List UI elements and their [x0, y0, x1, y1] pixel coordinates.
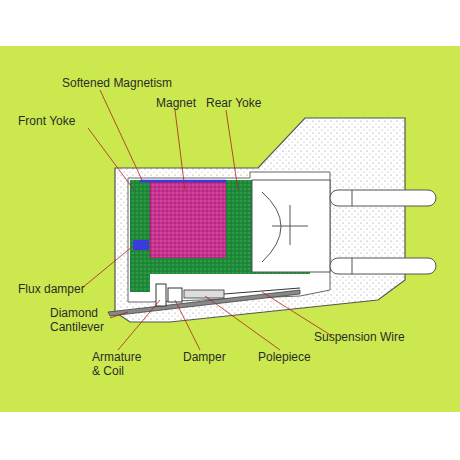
part-label: Damper	[183, 350, 226, 364]
connector-cross	[272, 226, 308, 227]
leader-lines	[82, 90, 332, 350]
output-pin	[330, 258, 436, 274]
polepiece	[184, 290, 224, 298]
connector-cross	[290, 205, 291, 245]
part-label: Magnet	[156, 96, 196, 110]
part-label: Armature & Coil	[92, 350, 152, 378]
inner-cavity	[128, 172, 330, 302]
output-pin	[330, 190, 436, 206]
damper	[168, 288, 182, 302]
softened-magnetism	[140, 180, 226, 183]
part-label: Softened Magnetism	[62, 76, 172, 90]
suspension-wire	[224, 288, 300, 294]
connector-block	[252, 180, 330, 272]
part-label: Diamond Cantilever	[50, 306, 112, 334]
background-panel	[0, 46, 460, 412]
flux-damper	[133, 240, 149, 250]
part-label: Rear Yoke	[206, 96, 261, 110]
pin-ring	[352, 190, 353, 206]
front-yoke	[130, 180, 150, 292]
part-label: Flux damper	[18, 282, 85, 296]
cartridge-body	[115, 118, 405, 322]
pin-ring	[352, 258, 353, 274]
part-label: Front Yoke	[18, 114, 75, 128]
diamond-cantilever	[108, 290, 300, 316]
part-label: Suspension Wire	[314, 330, 405, 344]
connector-curve	[262, 192, 281, 262]
magnet	[150, 182, 226, 258]
part-label: Polepiece	[258, 350, 311, 364]
